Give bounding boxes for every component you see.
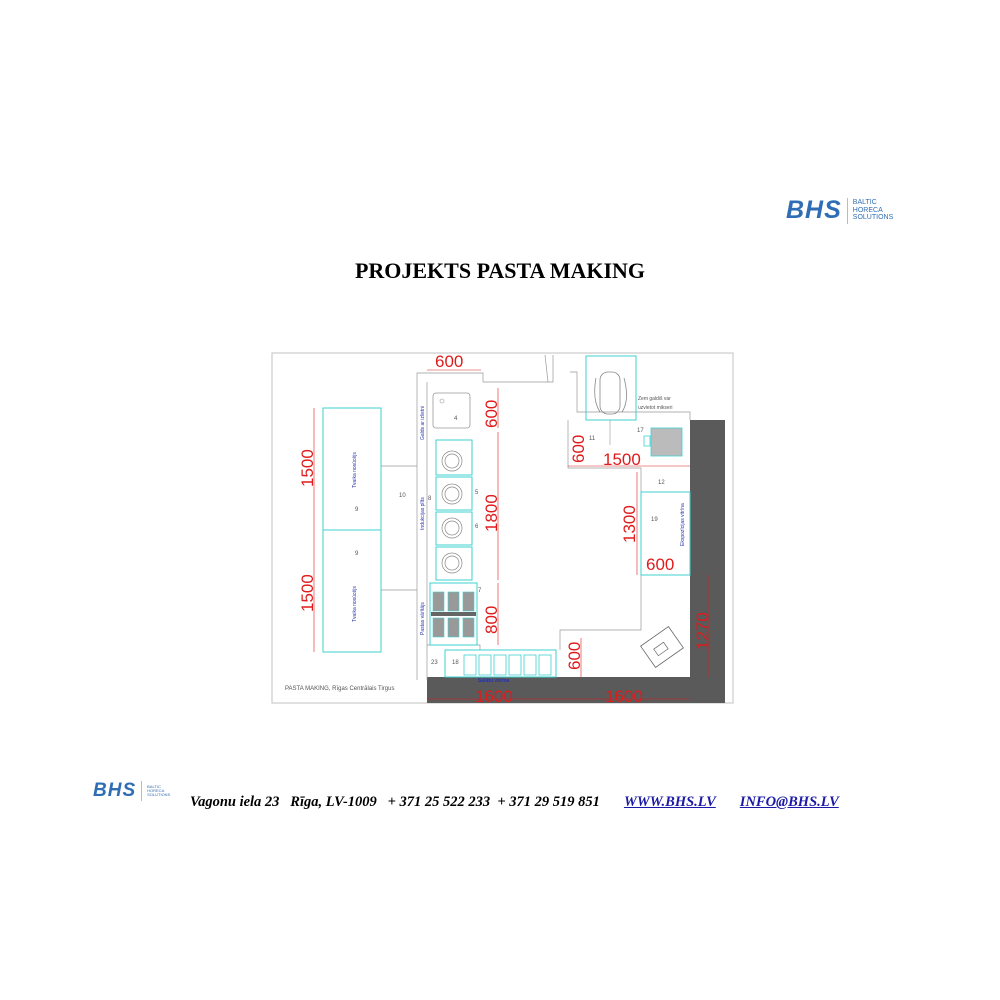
plan-frame <box>271 352 734 704</box>
dimension-label: 1600 <box>475 687 513 706</box>
item-number: 7 <box>478 588 482 594</box>
salad-vitrine: 23 18 Salātu vitrīna <box>431 649 557 684</box>
logo-sub-line: BALTIC <box>147 783 161 789</box>
mixer-note: Zem galdiš var <box>638 396 671 402</box>
item-number: 5 <box>475 490 479 496</box>
plan-caption: PASTA MAKING, Rīgas Centrālais Tirgus <box>285 686 394 692</box>
item-number: 4 <box>454 416 458 422</box>
dimension-label: 600 <box>569 435 588 463</box>
bhs-logo: BHS BALTIC HORECA SOLUTIONS <box>786 196 893 225</box>
sink-table: 4 Galds ar izlietni <box>420 392 471 440</box>
logo-sub-line: HORECA <box>147 787 165 793</box>
dimension-label: 1600 <box>605 687 643 706</box>
bhs-footer-logo: BHS BALTIC HORECA SOLUTIONS <box>93 780 170 802</box>
work-table: 11 17 <box>589 420 683 457</box>
item-number: 6 <box>475 524 479 530</box>
steam-hood-2: Tvaika nosūcējs 9 <box>322 529 382 653</box>
logo-mark: BHS <box>93 780 137 801</box>
dimension-label: 1800 <box>482 494 501 532</box>
email-link[interactable]: INFO@BHS.LV <box>739 794 839 810</box>
dimension-label: 1500 <box>603 450 641 469</box>
mixer: Zem galdiš var uzvietot mikseri <box>585 355 672 421</box>
item-number: 18 <box>452 660 459 666</box>
dimension-label: 600 <box>646 555 674 574</box>
exhibition-vitrine: 19 Ekspozīcijas vitrīna <box>640 491 691 576</box>
hobs-label: Indukcijas plīts <box>420 497 426 530</box>
sink-label: Galds ar izlietni <box>420 406 426 440</box>
item-number: 12 <box>658 480 665 486</box>
item-number: 9 <box>355 507 359 513</box>
logo-subtitle: BALTIC HORECA SOLUTIONS <box>853 199 893 221</box>
induction-hobs <box>435 439 473 581</box>
dimension-label: 1270 <box>693 612 712 650</box>
dimension-label: 600 <box>482 400 501 428</box>
footer-address: Vagonu iela 23 Rīga, LV-1009 + 371 25 52… <box>190 794 600 810</box>
dimension-label: 1500 <box>298 574 317 612</box>
exhibit-label: Ekspozīcijas vitrīna <box>680 503 686 546</box>
website-link[interactable]: WWW.BHS.LV <box>623 794 716 810</box>
item-number: 10 <box>399 493 406 499</box>
footer: Vagonu iela 23 Rīga, LV-1009 + 371 25 52… <box>190 794 839 811</box>
item-number: 9 <box>355 551 359 557</box>
item-number: 19 <box>651 517 658 523</box>
item-number: 17 <box>637 428 644 434</box>
walls <box>427 420 725 703</box>
logo-mark: BHS <box>786 196 842 224</box>
item-number: 11 <box>589 436 596 442</box>
dimension-label: 800 <box>482 606 501 634</box>
page-title: PROJEKTS PASTA MAKING <box>354 258 646 283</box>
hood-label: Tvaika nosūcējs <box>352 452 358 488</box>
logo-divider <box>846 197 848 224</box>
dimension-label: 1300 <box>620 505 639 543</box>
dimension-label: 600 <box>565 642 584 670</box>
pasta-label: Pastas vārītājs <box>420 602 426 635</box>
logo-sub-line: BALTIC <box>852 199 877 207</box>
logo-sub-line: SOLUTIONS <box>147 792 171 798</box>
salad-label: Salātu vitrīna <box>478 678 510 684</box>
dimension-label: 600 <box>435 352 463 371</box>
item-number: 23 <box>431 660 438 666</box>
mixer-note: uzvietot mikseri <box>638 405 672 411</box>
logo-sub-line: HORECA <box>852 206 883 214</box>
logo-divider <box>141 781 143 801</box>
dimension-label: 1500 <box>298 449 317 487</box>
hood-label: Tvaika nosūcējs <box>352 586 358 622</box>
logo-sub-line: SOLUTIONS <box>852 214 894 222</box>
pasta-cooker: 7 Pastas vārītājs <box>420 582 482 646</box>
machine <box>640 626 684 668</box>
dimension-lines <box>313 369 710 700</box>
item-number: 8 <box>428 496 432 502</box>
logo-subtitle: BALTIC HORECA SOLUTIONS <box>147 783 171 798</box>
